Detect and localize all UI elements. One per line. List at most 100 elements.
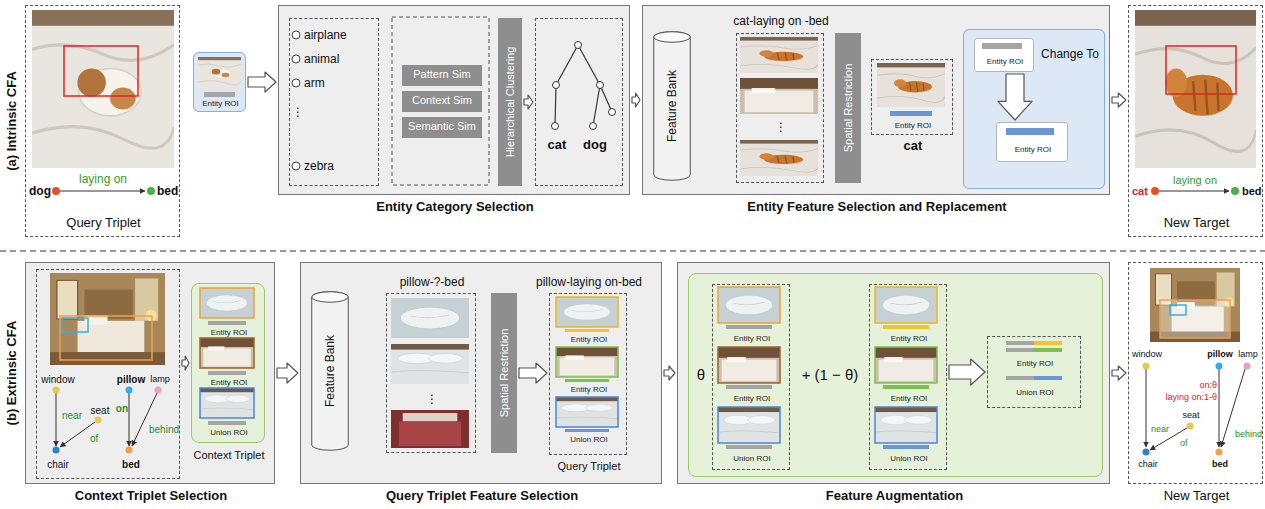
illustration-part bbox=[590, 123, 597, 130]
label-text: Union ROI bbox=[713, 454, 791, 463]
label-text: seat bbox=[89, 405, 111, 417]
box-fill bbox=[642, 5, 1110, 195]
dashed-box: pillow-?-bed⋮ bbox=[386, 293, 476, 453]
dashed-box: pillow-laying on-bedEntity ROIEntity ROI… bbox=[549, 293, 627, 455]
illustration-part bbox=[1143, 363, 1150, 370]
feature-bar bbox=[726, 325, 772, 329]
label-text: Query Triplet bbox=[537, 460, 641, 473]
dashed-box: windowpillowlampseaton:θlaying on:1-θnea… bbox=[1128, 262, 1263, 484]
box-fill bbox=[193, 52, 246, 112]
label-text: Entity ROI bbox=[550, 335, 628, 344]
photo bbox=[200, 388, 254, 418]
list-bullets bbox=[292, 31, 300, 170]
label-text: Spatial Restriction bbox=[497, 293, 511, 453]
feature-bar bbox=[565, 429, 609, 432]
graph-dot bbox=[52, 187, 60, 195]
label-text: pillow-laying on-bed bbox=[524, 276, 654, 290]
label-text: near bbox=[62, 410, 86, 422]
label-text: Entity Feature Selection and Replacement bbox=[643, 200, 1111, 215]
box-fill bbox=[402, 91, 482, 112]
feature-bar bbox=[208, 371, 246, 375]
row-separator bbox=[0, 250, 1265, 251]
illustration-part bbox=[1216, 363, 1223, 370]
label-text: laying on bbox=[1165, 174, 1225, 187]
scene-graph-lines bbox=[56, 393, 157, 447]
tree-nodes bbox=[552, 42, 616, 130]
photo bbox=[1135, 10, 1256, 168]
photo bbox=[718, 407, 780, 443]
illustration-part bbox=[126, 447, 133, 454]
graph-dot bbox=[147, 187, 155, 195]
feature-bar bbox=[565, 329, 609, 332]
roi-box: Entity ROI bbox=[193, 52, 246, 112]
dashed-box: doglaying onbedQuery Triplet bbox=[25, 5, 180, 237]
illustration-part bbox=[1034, 348, 1062, 352]
operation-bar: Hierarchical Clustering bbox=[498, 18, 522, 186]
feature-bar bbox=[204, 92, 235, 97]
photo bbox=[740, 37, 818, 73]
illustration-part bbox=[1187, 423, 1194, 430]
label-text: Entity ROI bbox=[713, 334, 791, 343]
label-text: Entity ROI bbox=[192, 328, 266, 337]
label-text: behind bbox=[1235, 429, 1263, 439]
label-text: Context Sim bbox=[402, 94, 482, 107]
box-fill bbox=[963, 29, 1105, 189]
label-text: Entity ROI bbox=[997, 145, 1069, 154]
illustration-part bbox=[292, 162, 300, 170]
label-text: Union ROI bbox=[988, 388, 1082, 397]
illustration-part bbox=[292, 79, 300, 87]
cylinder-top bbox=[312, 292, 349, 303]
flow-arrow bbox=[277, 363, 298, 383]
label-text: laying on:1-θ bbox=[1151, 392, 1217, 402]
label-text: dog bbox=[29, 185, 55, 199]
stage-panel: Query Triplet Feature SelectionFeature B… bbox=[300, 262, 662, 484]
box-fill bbox=[498, 18, 522, 186]
photo bbox=[1150, 268, 1240, 342]
label-text: bed bbox=[119, 459, 143, 471]
operation-bar: Pattern Sim bbox=[402, 65, 482, 86]
label-text: pillow bbox=[1203, 349, 1237, 359]
stage-panel: Feature Augmentationθ+ (1 − θ)Entity ROI… bbox=[677, 262, 1110, 484]
scene-graph-dots bbox=[1143, 363, 1251, 456]
operation-bar: Context Sim bbox=[402, 91, 482, 112]
box-fill bbox=[491, 293, 517, 453]
label-text: behind bbox=[149, 424, 181, 436]
dashed-box: catlaying onbedNew Target bbox=[1128, 5, 1263, 237]
label-text: bed bbox=[1208, 459, 1232, 469]
illustration-part bbox=[1006, 341, 1034, 345]
frame bbox=[200, 338, 254, 368]
graph-dot bbox=[1151, 187, 1159, 195]
scene-graph-lines bbox=[1146, 369, 1245, 450]
box-fill bbox=[688, 273, 1103, 477]
photo bbox=[391, 344, 469, 384]
illustration-part bbox=[132, 393, 157, 446]
box-fill bbox=[835, 33, 861, 183]
illustration-part bbox=[1219, 369, 1220, 447]
photo bbox=[875, 287, 937, 323]
photo bbox=[877, 63, 945, 107]
frame bbox=[718, 407, 780, 443]
feature-bar bbox=[883, 385, 929, 389]
frame bbox=[556, 297, 618, 327]
photo bbox=[556, 347, 618, 377]
graph-line bbox=[60, 191, 145, 192]
illustration-part bbox=[56, 393, 57, 446]
dashed-box: windowpillowlampseatonnearofbehindchairb… bbox=[36, 269, 180, 479]
label-text: cat bbox=[542, 138, 572, 153]
photo bbox=[200, 288, 254, 318]
bounding-box bbox=[1170, 305, 1186, 315]
feature-bank-cylinder: Feature Bank bbox=[653, 31, 691, 181]
label-text: of bbox=[1180, 438, 1192, 448]
bounding-box bbox=[60, 316, 152, 360]
cluster-tree bbox=[555, 45, 612, 126]
frame bbox=[718, 347, 780, 383]
scene-graph-dots bbox=[53, 387, 162, 454]
flow-arrow bbox=[949, 359, 985, 385]
illustration-part bbox=[597, 82, 604, 89]
illustration-part bbox=[155, 387, 162, 394]
label-text: on bbox=[110, 403, 128, 415]
cylinder-body bbox=[312, 292, 349, 451]
photo bbox=[391, 410, 469, 448]
label-text: Union ROI bbox=[870, 454, 948, 463]
